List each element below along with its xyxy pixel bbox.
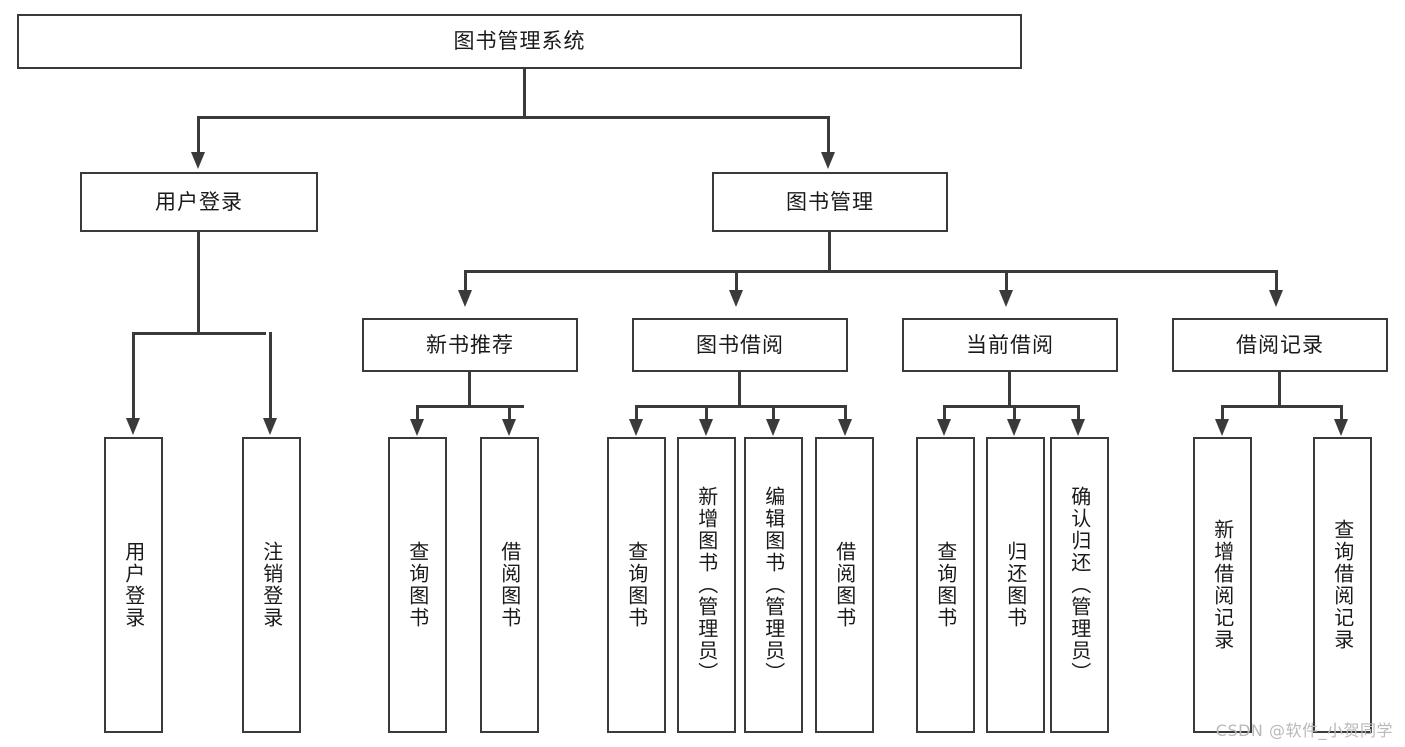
connector-new-book-recommend-bus <box>416 405 524 408</box>
arrowhead-to-borrow-records <box>1269 290 1283 307</box>
arrowhead-to-new-book-recommend <box>458 290 472 307</box>
connector-to-user-login <box>197 116 200 154</box>
arrowhead-leaf-query-book-3 <box>937 419 951 436</box>
connector-br-leaf-2 <box>1340 405 1343 421</box>
node-label: 借阅记录 <box>1236 332 1324 357</box>
arrowhead-leaf-query-book-2 <box>629 419 643 436</box>
arrowhead-leaf-confirm-return <box>1071 419 1085 436</box>
leaf-node-add-borrow-record[interactable]: 新增借阅记录 <box>1193 437 1252 733</box>
node-label: 用户登录 <box>155 189 243 214</box>
arrowhead-to-book-management <box>821 152 835 169</box>
leaf-node-add-book-admin[interactable]: 新增图书（管理员） <box>677 437 736 733</box>
leaf-node-query-book-1[interactable]: 查询图书 <box>388 437 447 733</box>
connector-new-book-recommend-stem <box>468 372 471 408</box>
arrowhead-leaf-borrow-book-2 <box>838 419 852 436</box>
leaf-node-edit-book-admin[interactable]: 编辑图书（管理员） <box>744 437 803 733</box>
arrowhead-leaf-query-borrow-record <box>1334 419 1348 436</box>
connector-root-stem <box>523 69 526 118</box>
connector-to-book-borrow <box>735 270 738 292</box>
connector-cb-leaf-2 <box>1013 405 1016 421</box>
connector-bb-leaf-2 <box>705 405 708 421</box>
node-label: 图书借阅 <box>696 332 784 357</box>
connector-level3-bus <box>464 270 1278 273</box>
leaf-node-query-borrow-record[interactable]: 查询借阅记录 <box>1313 437 1372 733</box>
leaf-label: 用户登录 <box>121 541 146 629</box>
arrowhead-leaf-add-book <box>699 419 713 436</box>
arrowhead-leaf-add-borrow-record <box>1215 419 1229 436</box>
connector-nbr-leaf-2 <box>508 405 511 421</box>
node-borrow-records[interactable]: 借阅记录 <box>1172 318 1388 372</box>
leaf-node-user-login[interactable]: 用户登录 <box>104 437 163 733</box>
arrowhead-to-current-borrow <box>999 290 1013 307</box>
leaf-node-confirm-return-admin[interactable]: 确认归还（管理员） <box>1050 437 1109 733</box>
arrowhead-to-book-borrow <box>729 290 743 307</box>
connector-user-login-leaf-1 <box>132 332 135 420</box>
arrowhead-leaf-edit-book <box>766 419 780 436</box>
leaf-node-return-book[interactable]: 归还图书 <box>986 437 1045 733</box>
connector-borrow-records-bus <box>1221 405 1342 408</box>
connector-cb-leaf-3 <box>1077 405 1080 421</box>
node-current-borrow[interactable]: 当前借阅 <box>902 318 1118 372</box>
node-root-book-management-system[interactable]: 图书管理系统 <box>17 14 1022 69</box>
connector-user-login-stem <box>197 232 200 334</box>
connector-to-book-management <box>827 116 830 154</box>
connector-book-borrow-bus <box>635 405 847 408</box>
leaf-label: 借阅图书 <box>832 541 857 629</box>
node-label: 当前借阅 <box>966 332 1054 357</box>
connector-bb-leaf-3 <box>772 405 775 421</box>
connector-bb-leaf-4 <box>844 405 847 421</box>
leaf-label: 借阅图书 <box>497 541 522 629</box>
leaf-node-borrow-book-1[interactable]: 借阅图书 <box>480 437 539 733</box>
arrowhead-to-user-login <box>191 152 205 169</box>
leaf-node-query-book-2[interactable]: 查询图书 <box>607 437 666 733</box>
arrowhead-leaf-user-login <box>126 418 140 435</box>
connector-current-borrow-stem <box>1008 372 1011 408</box>
connector-level2-bus <box>197 116 829 119</box>
leaf-label: 确认归还（管理员） <box>1067 486 1092 684</box>
connector-to-borrow-records <box>1275 270 1278 292</box>
leaf-label: 编辑图书（管理员） <box>761 486 786 684</box>
leaf-label: 查询图书 <box>624 541 649 629</box>
node-new-book-recommend[interactable]: 新书推荐 <box>362 318 578 372</box>
connector-borrow-records-stem <box>1278 372 1281 408</box>
connector-bb-leaf-1 <box>635 405 638 421</box>
connector-nbr-leaf-1 <box>416 405 419 421</box>
connector-user-login-leaf-2 <box>269 332 272 420</box>
connector-br-leaf-1 <box>1221 405 1224 421</box>
connector-cb-leaf-1 <box>943 405 946 421</box>
leaf-node-borrow-book-2[interactable]: 借阅图书 <box>815 437 874 733</box>
leaf-label: 归还图书 <box>1003 541 1028 629</box>
connector-book-borrow-stem <box>738 372 741 408</box>
node-book-borrow[interactable]: 图书借阅 <box>632 318 848 372</box>
leaf-label: 查询图书 <box>933 541 958 629</box>
node-book-management[interactable]: 图书管理 <box>712 172 948 232</box>
connector-to-new-book-recommend <box>464 270 467 292</box>
connector-user-login-bus <box>132 332 266 335</box>
leaf-label: 新增图书（管理员） <box>694 486 719 684</box>
leaf-label: 查询图书 <box>405 541 430 629</box>
node-label: 新书推荐 <box>426 332 514 357</box>
leaf-label: 查询借阅记录 <box>1330 519 1355 651</box>
connector-current-borrow-bus <box>943 405 1080 408</box>
node-label: 图书管理 <box>786 189 874 214</box>
arrowhead-leaf-logout <box>263 418 277 435</box>
node-user-login[interactable]: 用户登录 <box>80 172 318 232</box>
arrowhead-leaf-return-book <box>1007 419 1021 436</box>
node-label: 图书管理系统 <box>453 29 586 54</box>
leaf-label: 注销登录 <box>259 541 284 629</box>
arrowhead-leaf-query-book-1 <box>410 419 424 436</box>
connector-book-management-stem <box>828 232 831 272</box>
leaf-label: 新增借阅记录 <box>1210 519 1235 651</box>
leaf-node-query-book-3[interactable]: 查询图书 <box>916 437 975 733</box>
arrowhead-leaf-borrow-book-1 <box>502 419 516 436</box>
leaf-node-logout[interactable]: 注销登录 <box>242 437 301 733</box>
connector-to-current-borrow <box>1005 270 1008 292</box>
